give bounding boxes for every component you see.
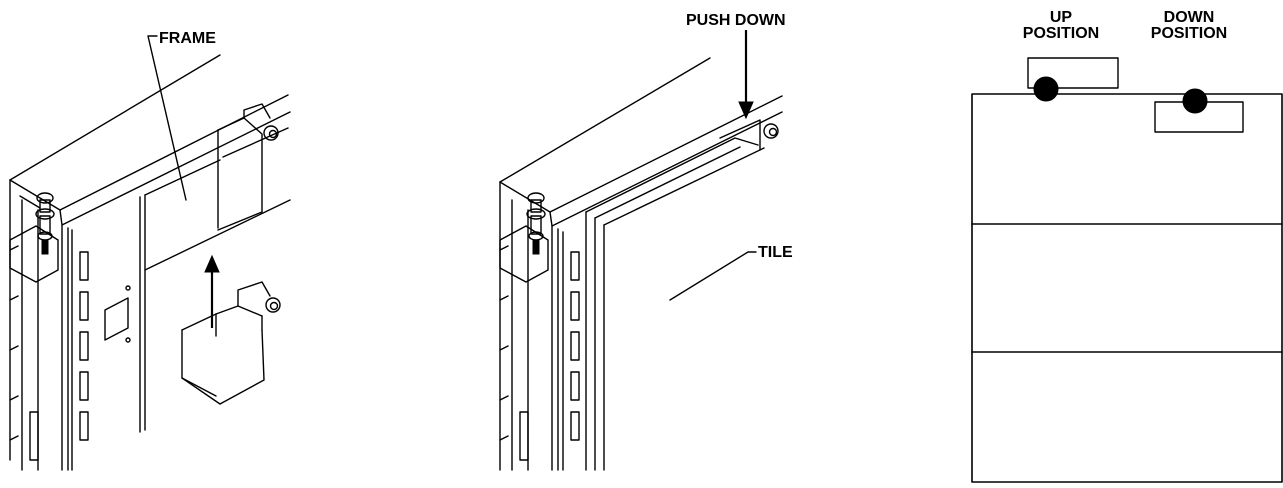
down-position-dot	[1182, 88, 1208, 114]
panel-frame-assembly	[9, 35, 291, 471]
down-position-line-1: DOWN	[1163, 9, 1215, 26]
tile-label: TILE	[758, 244, 793, 261]
down-position-label: DOWN POSITION	[1119, 10, 1259, 42]
down-position-line-2: POSITION	[1150, 25, 1228, 42]
tile-outline	[971, 93, 1283, 483]
push-down-label: PUSH DOWN	[686, 12, 786, 29]
frame-label: FRAME	[159, 30, 216, 47]
up-position-line-1: UP	[1049, 9, 1073, 26]
up-position-line-2: POSITION	[1022, 25, 1100, 42]
panel-tile-install	[499, 30, 783, 471]
up-position-box	[1027, 57, 1119, 89]
panel-positions	[971, 57, 1283, 483]
up-position-label: UP POSITION	[997, 10, 1125, 42]
up-position-dot	[1033, 76, 1059, 102]
